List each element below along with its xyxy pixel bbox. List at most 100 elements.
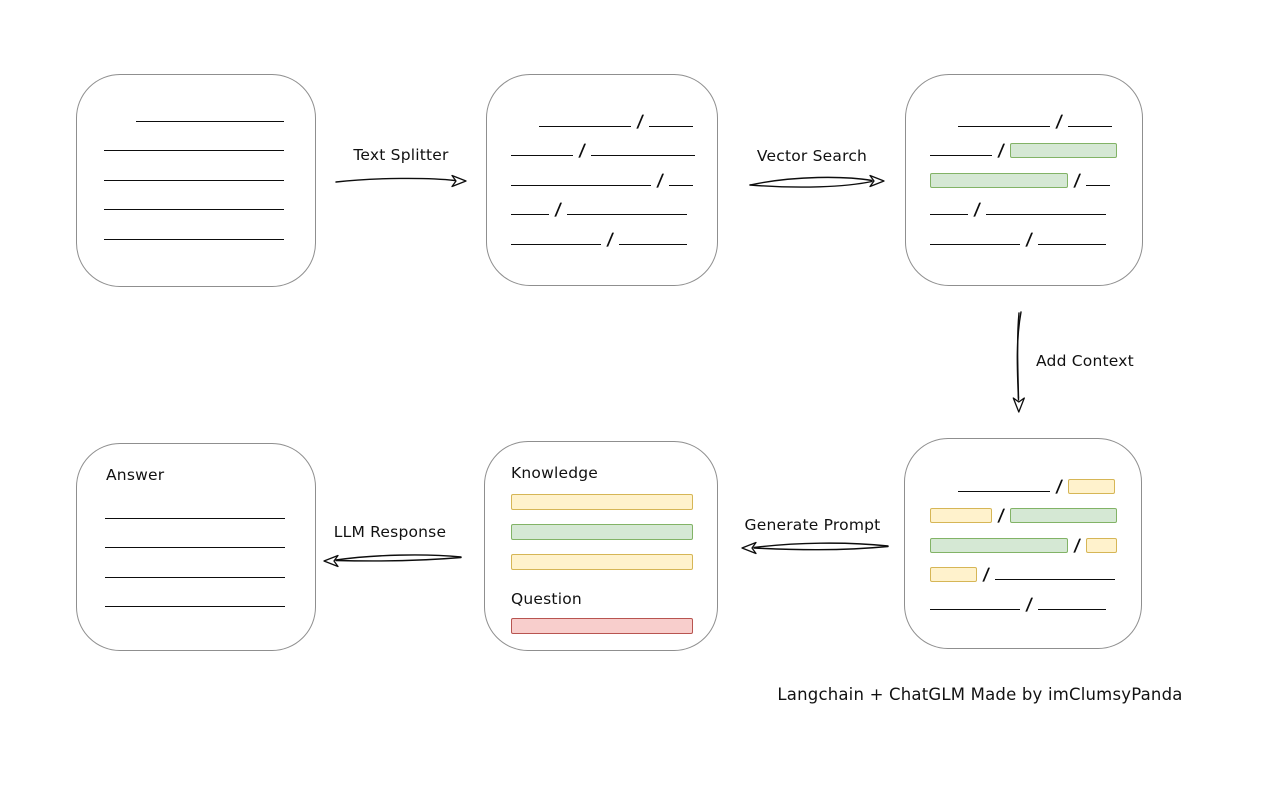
context-chunk-lines: / / / / / (905, 439, 1141, 615)
text-line (1038, 608, 1107, 610)
highlight-chip-yellow (930, 567, 977, 582)
highlight-chip-yellow (511, 494, 693, 510)
text-row: / (511, 189, 717, 220)
text-row: / (930, 130, 1142, 161)
text-splitter-label: Text Splitter (353, 146, 449, 164)
highlight-chip-green (1010, 143, 1118, 158)
chunk-separator: / (606, 229, 615, 250)
text-row: / (930, 189, 1142, 220)
text-line (930, 608, 1020, 610)
question-title: Question (511, 590, 582, 608)
text-line (104, 209, 284, 210)
text-row (511, 554, 717, 584)
chunk-separator: / (1073, 535, 1082, 556)
text-line (104, 179, 284, 181)
chunk-separator: / (1055, 476, 1064, 497)
chunk-separator: / (997, 506, 1006, 526)
highlight-chip-yellow (930, 508, 992, 523)
text-line (930, 155, 992, 156)
text-line (1086, 184, 1111, 186)
text-line (591, 155, 696, 156)
text-line (995, 579, 1116, 580)
text-row: / (930, 524, 1141, 556)
chunk-separator: / (973, 200, 982, 220)
vector-search-arrow (749, 174, 885, 188)
knowledge-bars (511, 494, 717, 584)
chunk-separator: / (997, 141, 1006, 161)
text-row: / (511, 130, 717, 161)
text-line (104, 238, 284, 240)
split-text-lines: / / / / / (487, 75, 717, 250)
text-line (930, 214, 968, 215)
highlight-chip-green (930, 172, 1068, 188)
highlight-chip-green (930, 537, 1068, 553)
generate-prompt-arrow (741, 541, 889, 555)
text-line (1038, 243, 1107, 245)
caption: Langchain + ChatGLM Made by imClumsyPand… (777, 685, 1183, 704)
text-line (105, 576, 285, 578)
llm-response-arrow (323, 554, 462, 568)
chunk-separator: / (554, 200, 563, 220)
highlight-chip-green (511, 524, 693, 540)
text-row (511, 618, 717, 648)
text-line (930, 243, 1020, 245)
text-row: / (930, 218, 1142, 250)
text-row (105, 551, 315, 581)
text-line (105, 517, 285, 519)
vector-search-label: Vector Search (756, 147, 868, 165)
text-row (105, 492, 315, 522)
chunk-separator: / (656, 170, 665, 191)
node-vector-search-results: / / / / / (905, 74, 1143, 286)
text-line (105, 547, 285, 548)
knowledge-title: Knowledge (511, 464, 599, 482)
indent-gap (104, 124, 136, 125)
chunk-separator: / (1073, 170, 1082, 191)
text-line (511, 214, 549, 215)
chunk-separator: / (1025, 229, 1034, 250)
text-line (511, 155, 573, 156)
indent-gap (930, 129, 958, 130)
chunk-separator: / (578, 141, 587, 161)
add-context-arrow (1012, 311, 1025, 413)
indent-gap (511, 129, 539, 130)
text-line (958, 490, 1050, 492)
text-row: / (511, 218, 717, 250)
highlight-chip-green (1010, 508, 1118, 523)
text-line (539, 125, 631, 127)
answer-title: Answer (106, 466, 165, 484)
text-line (649, 125, 694, 127)
chunk-separator: / (1025, 594, 1034, 615)
text-row (104, 125, 315, 155)
chunk-separator: / (982, 565, 991, 585)
text-row: / (511, 159, 717, 191)
highlight-chip-yellow (1086, 537, 1118, 553)
chunk-separator: / (636, 111, 645, 132)
highlight-chip-yellow (511, 554, 693, 570)
text-line (986, 214, 1107, 215)
text-row: / (930, 495, 1141, 526)
text-line (958, 125, 1050, 127)
text-row: / (930, 554, 1141, 585)
node-answer: Answer (76, 443, 316, 651)
text-row (105, 522, 315, 552)
llm-response-label: LLM Response (333, 523, 447, 541)
question-bars (511, 618, 717, 648)
text-row: / (930, 465, 1141, 497)
text-line (567, 214, 688, 215)
text-row: / (930, 159, 1142, 191)
text-splitter-arrow (335, 174, 467, 188)
highlight-chip-yellow (1068, 478, 1116, 494)
text-line (511, 243, 601, 245)
node-split-text: / / / / / (486, 74, 718, 286)
text-row (105, 581, 315, 611)
node-prompt: Knowledge Question (484, 441, 718, 651)
node-source-document (76, 74, 316, 287)
highlight-chip-red (511, 618, 693, 634)
text-row (104, 95, 315, 125)
text-line (105, 606, 285, 607)
text-row: / (930, 100, 1142, 132)
node-context-chunks: / / / / / (904, 438, 1142, 649)
text-row: / (511, 100, 717, 132)
text-row (104, 154, 315, 184)
